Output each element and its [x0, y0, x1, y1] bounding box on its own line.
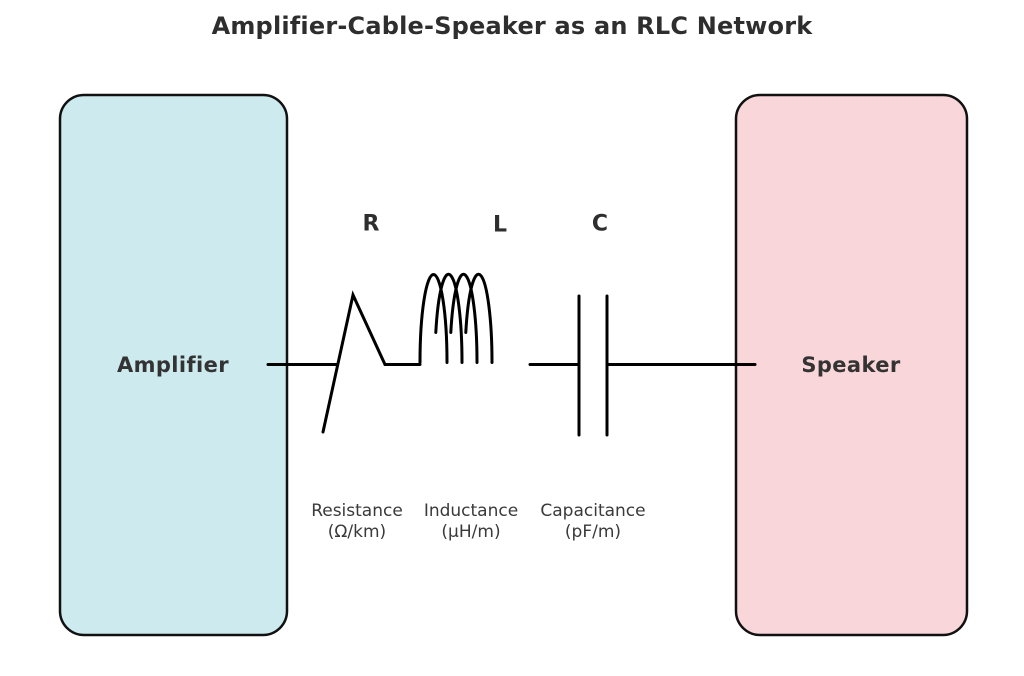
inductor-symbol-label: L [492, 212, 508, 238]
speaker-label: Speaker [801, 353, 901, 377]
resistor-zigzag [321, 290, 387, 434]
inductor-caption-unit: (μH/m) [441, 522, 501, 542]
inductor-caption: Inductance (μH/m) [424, 501, 518, 543]
inductor-loop-4 [464, 272, 494, 364]
resistor-symbol-label: R [362, 211, 380, 237]
circuit-lines [266, 272, 757, 437]
amplifier-label: Amplifier [116, 353, 230, 377]
inductor-symbol [418, 272, 494, 364]
inductor-loop-3 [449, 272, 479, 364]
inductor-loop-2 [434, 272, 464, 364]
capacitor-symbol-label: C [591, 211, 609, 237]
capacitor-caption-unit: (pF/m) [564, 522, 622, 542]
resistor-caption-unit: (Ω/km) [327, 522, 387, 542]
resistor-symbol [321, 290, 387, 434]
resistor-caption-name: Resistance [311, 501, 403, 521]
capacitor-caption: Capacitance (pF/m) [540, 501, 645, 543]
diagram-title: Amplifier-Cable-Speaker as an RLC Networ… [211, 12, 813, 40]
inductor-caption-name: Inductance [423, 501, 519, 521]
resistor-caption: Resistance (Ω/km) [311, 501, 403, 543]
capacitor-symbol [577, 294, 609, 437]
inductor-loop-1 [418, 273, 449, 364]
capacitor-caption-name: Capacitance [540, 501, 646, 521]
